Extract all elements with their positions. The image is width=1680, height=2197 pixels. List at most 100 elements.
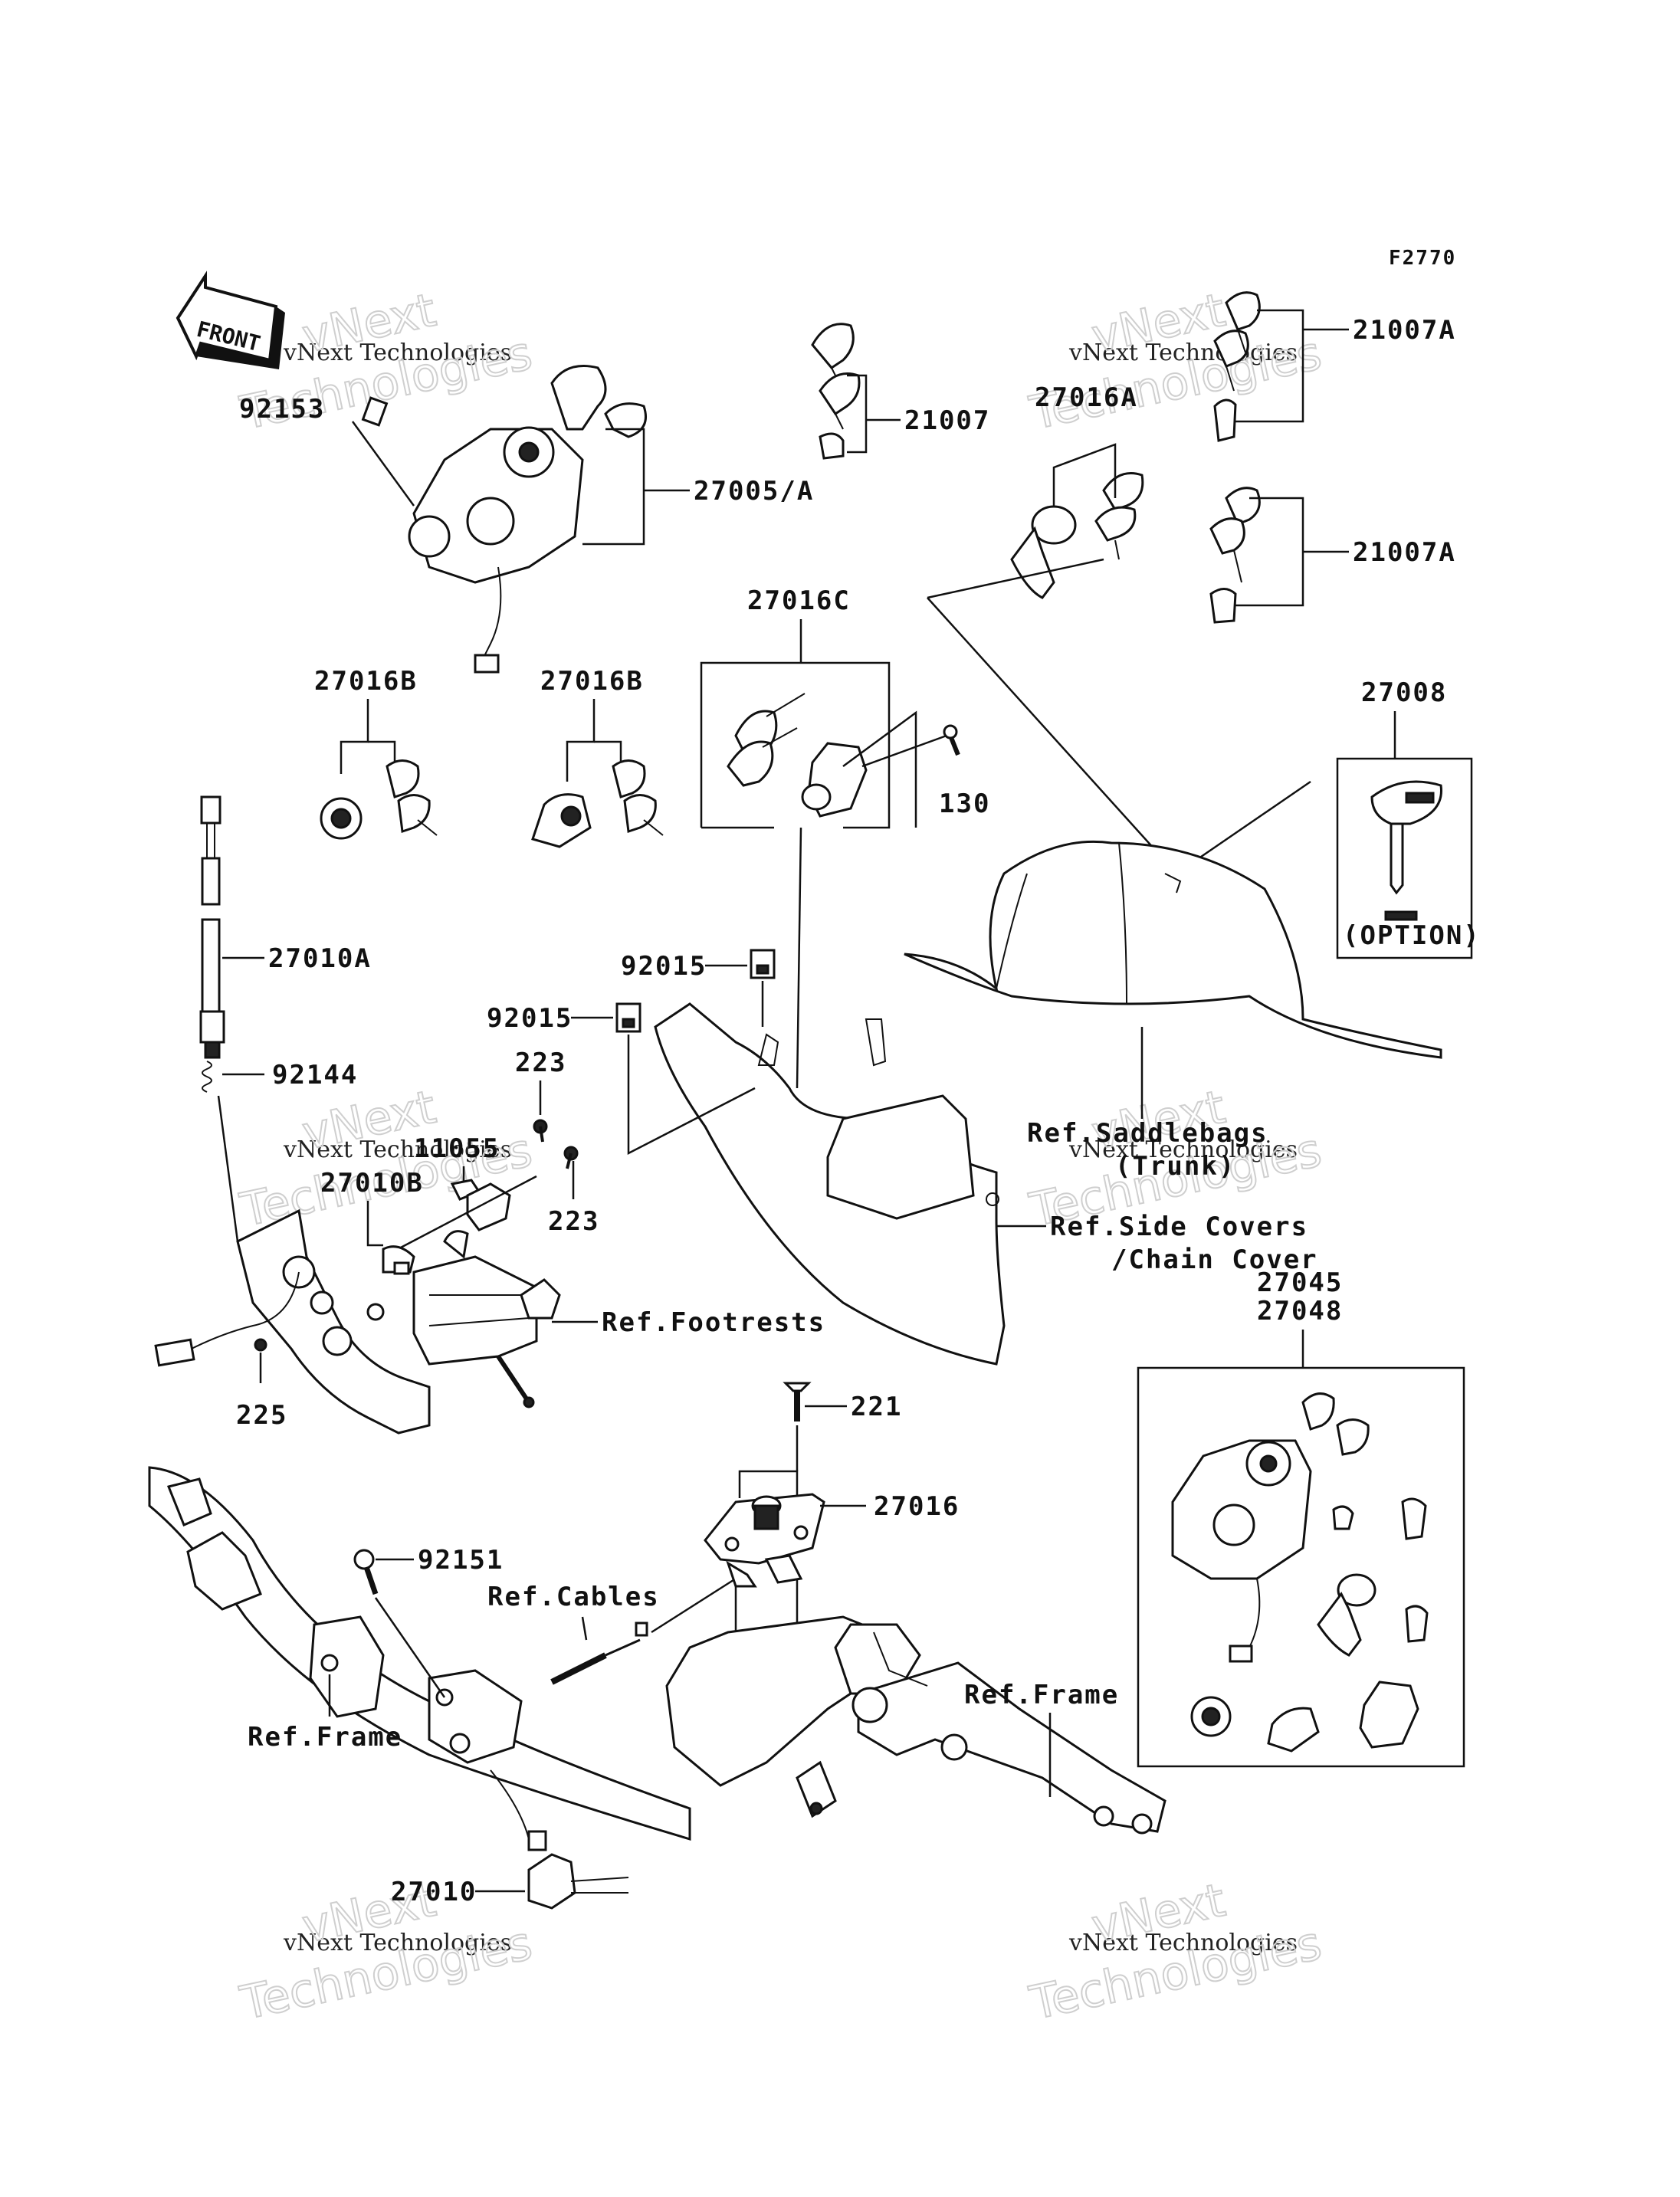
leader-92153 <box>351 421 415 507</box>
lock-27016b-right <box>531 759 664 848</box>
label-92015-bottom: 92015 <box>487 1003 573 1034</box>
leader-27016a-line2 <box>927 597 1177 874</box>
label-27010a: 27010A <box>268 943 372 974</box>
leader-27010b <box>366 1201 383 1247</box>
label-ref-frame-left: Ref.Frame <box>248 1722 402 1753</box>
cable-end <box>550 1622 648 1685</box>
connector-plug <box>154 1338 195 1367</box>
frame-27008 <box>1336 757 1473 959</box>
leader-92151-to-frame <box>374 1597 446 1698</box>
leader-27016b-right-a <box>566 699 596 782</box>
leader-130 <box>861 734 947 768</box>
switch-27010 <box>527 1830 629 1910</box>
label-27016: 27016 <box>874 1491 960 1522</box>
label-27016b-right: 27016B <box>540 666 644 697</box>
label-225: 225 <box>236 1400 287 1431</box>
clip-92015-bottom <box>615 1002 641 1033</box>
leader-27016a-line1 <box>927 558 1104 599</box>
watermark-bottom-right: vNext Technologies vNext Technologies <box>1025 1873 1327 2031</box>
label-27010b: 27010B <box>320 1168 424 1199</box>
key-set-21007a-top <box>1213 291 1261 442</box>
footrest-bracket <box>236 1208 561 1435</box>
label-27016a: 27016A <box>1035 382 1138 413</box>
label-221: 221 <box>851 1392 902 1422</box>
label-92144: 92144 <box>272 1060 358 1090</box>
lock-27016c <box>727 693 868 818</box>
figure-code: F2770 <box>1389 247 1456 270</box>
leader-cables-to-bracket <box>651 1577 737 1634</box>
watermark-top-right: vNext Technologies vNext Technologies <box>1025 283 1327 441</box>
option-key-icon <box>1370 780 1442 921</box>
label-130: 130 <box>939 789 990 819</box>
bracket-27016c-inner <box>842 710 917 828</box>
leader-27016c-to-cover <box>796 827 802 1089</box>
spring-92144 <box>202 1061 212 1093</box>
lock-27016b-left <box>320 759 438 840</box>
label-27005a: 27005/A <box>694 476 814 507</box>
label-ref-trunk: (Trunk) <box>1115 1151 1235 1182</box>
screw-223-bottom <box>563 1146 579 1169</box>
label-27048: 27048 <box>1257 1296 1343 1326</box>
svg-text:vNext Technologies: vNext Technologies <box>283 1930 512 1956</box>
label-223-top: 223 <box>515 1048 566 1078</box>
bracket-27016 <box>738 1470 799 1502</box>
screw-225 <box>254 1338 267 1352</box>
label-11055: 11055 <box>414 1133 500 1164</box>
frame-27016c <box>700 661 891 829</box>
label-27010: 27010 <box>391 1877 477 1907</box>
label-27016b-left: 27016B <box>314 666 418 697</box>
label-92151: 92151 <box>418 1545 504 1576</box>
label-option: (OPTION) <box>1343 920 1481 951</box>
bracket-27016a <box>1052 443 1117 506</box>
label-223-bottom: 223 <box>548 1206 599 1237</box>
label-21007: 21007 <box>904 405 990 436</box>
sensor-27010b <box>382 1245 415 1275</box>
bolt-92151 <box>353 1549 379 1595</box>
wire-27010 <box>490 1769 530 1840</box>
leader-ref-cables <box>581 1616 588 1641</box>
label-ref-saddlebags: Ref.Saddlebags <box>1027 1118 1268 1149</box>
leader-223-to-bracket <box>382 1175 537 1258</box>
label-27045: 27045 <box>1257 1267 1343 1298</box>
frame-right <box>665 1615 1166 1835</box>
screw-221 <box>783 1382 812 1421</box>
clip-92015-top <box>750 949 776 979</box>
switch-27010a <box>199 795 225 1059</box>
label-ref-cables: Ref.Cables <box>487 1582 660 1612</box>
label-21007a-top: 21007A <box>1353 315 1456 346</box>
wire-27010b <box>191 1271 300 1349</box>
key-set-21007a-mid <box>1209 487 1261 624</box>
front-arrow-icon: FRONT <box>176 271 285 369</box>
label-ref-side-covers: Ref.Side Covers <box>1050 1212 1308 1242</box>
screw-223-top <box>533 1119 548 1143</box>
saddlebag-trunk <box>904 840 1442 1059</box>
frame-left <box>148 1466 691 1841</box>
label-ref-footrests: Ref.Footrests <box>602 1307 825 1338</box>
label-21007a-mid: 21007A <box>1353 537 1456 568</box>
lock-27016a <box>1010 472 1144 599</box>
svg-text:vNext Technologies: vNext Technologies <box>283 1136 512 1163</box>
label-92015-top: 92015 <box>621 951 707 982</box>
label-92153: 92153 <box>239 394 325 425</box>
label-ref-frame-right: Ref.Frame <box>964 1680 1119 1710</box>
label-27016c: 27016C <box>747 585 851 616</box>
frame-27045-kit <box>1137 1366 1465 1768</box>
svg-text:vNext Technologies: vNext Technologies <box>1068 1930 1298 1956</box>
leader-92144-to-bracket <box>217 1095 239 1242</box>
watermark-bottom-left: vNext Technologies vNext Technologies <box>235 1873 538 2031</box>
svg-text:vNext Technologies: vNext Technologies <box>1068 339 1298 366</box>
bracket-21007 <box>847 374 868 454</box>
lock-bracket-27016 <box>704 1493 825 1588</box>
svg-text:vNext Technologies: vNext Technologies <box>283 339 512 366</box>
ignition-switch-27005a <box>361 365 647 674</box>
screw-130 <box>943 724 960 756</box>
key-set-21007 <box>811 323 861 460</box>
label-ref-chain-cover: /Chain Cover <box>1111 1244 1318 1275</box>
label-27008: 27008 <box>1361 677 1447 708</box>
svg-text:vNext Technologies: vNext Technologies <box>1068 1136 1298 1163</box>
leader-27016b-left-a <box>340 699 369 774</box>
bracket-27005a <box>582 428 645 546</box>
kit-27045-parts <box>1171 1392 1429 1753</box>
leader-92015-bottom-to-cover <box>627 1035 756 1156</box>
